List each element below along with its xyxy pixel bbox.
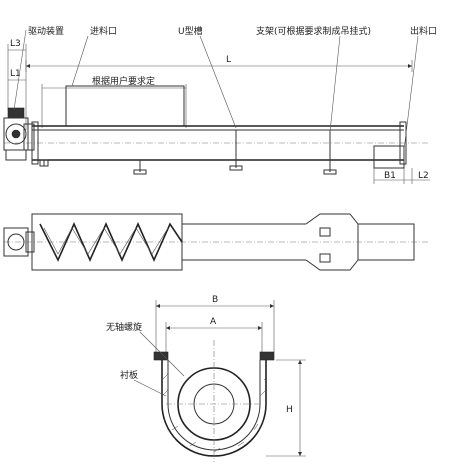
outlet-box — [373, 145, 405, 169]
dim-B: B — [212, 295, 218, 305]
liner-label: 衬板 — [120, 369, 138, 381]
dim-H: H — [286, 405, 293, 415]
dim-L2: L2 — [418, 171, 429, 181]
dim-L1: L1 — [10, 69, 21, 79]
liner-hatch — [161, 373, 267, 453]
cross-section-view: B A — [106, 295, 306, 462]
drive-unit — [3, 107, 35, 161]
dim-B1: B1 — [384, 171, 396, 181]
shaftless-spiral-label: 无轴螺旋 — [106, 321, 142, 333]
user-spec-label: 根据用户要求定 — [92, 75, 155, 87]
trough-label: U型槽 — [178, 25, 203, 37]
spiral-flight — [39, 222, 183, 262]
support-legs — [39, 130, 337, 175]
inlet-label: 进料口 — [90, 25, 117, 37]
plan-view — [3, 213, 430, 271]
outlet-label: 出料口 — [410, 25, 437, 37]
dim-A: A — [210, 317, 217, 327]
side-elevation-view: L L3 L1 根据用户要求定 — [3, 25, 437, 184]
drive-label: 驱动装置 — [28, 25, 64, 37]
dim-L: L — [226, 55, 231, 65]
dim-L3: L3 — [10, 39, 21, 49]
inlet-hopper — [65, 85, 185, 127]
support-label: 支架(可根据要求制成吊挂式) — [256, 25, 371, 37]
